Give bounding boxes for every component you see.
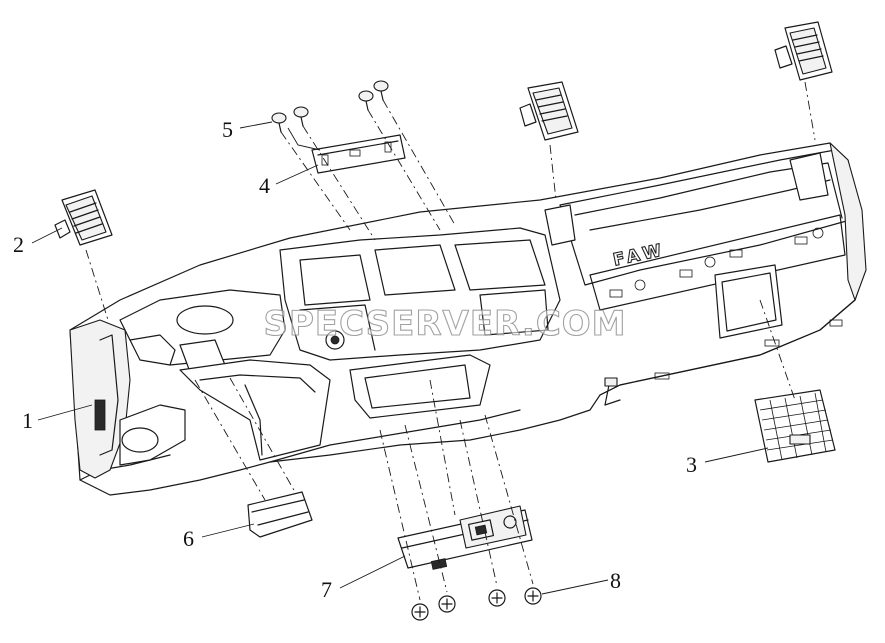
screw-upper-3 bbox=[358, 90, 374, 111]
screw-lower-3 bbox=[488, 589, 506, 607]
callout-6: 6 bbox=[183, 526, 194, 551]
screw-upper-2 bbox=[293, 106, 309, 127]
screw-lower-2 bbox=[438, 595, 456, 613]
switch-panel bbox=[397, 505, 533, 570]
air-vent-left bbox=[54, 189, 113, 246]
callout-3: 3 bbox=[686, 452, 697, 477]
lower-trim-cover bbox=[247, 491, 313, 538]
callout-5: 5 bbox=[222, 117, 233, 142]
screw-set-lower bbox=[411, 587, 542, 621]
screw-upper-1 bbox=[271, 112, 287, 133]
callout-2: 2 bbox=[13, 232, 24, 257]
dashboard-panel: FAW bbox=[69, 142, 867, 496]
switch-row bbox=[609, 227, 824, 298]
callout-7: 7 bbox=[321, 577, 332, 602]
screw-lower-1 bbox=[411, 603, 429, 621]
callout-4: 4 bbox=[259, 173, 270, 198]
screw-lower-4 bbox=[524, 587, 542, 605]
callout-1: 1 bbox=[22, 408, 33, 433]
screw-set-upper bbox=[271, 80, 389, 133]
callout-8: 8 bbox=[610, 568, 621, 593]
air-vent-right bbox=[774, 21, 833, 81]
clip-row bbox=[604, 319, 843, 387]
air-vent-center bbox=[519, 81, 579, 141]
grille-cover bbox=[754, 389, 836, 463]
watermark: SPECSERVER.COM bbox=[263, 304, 626, 344]
screw-upper-4 bbox=[373, 80, 389, 101]
callout-labels: 1 2 3 4 5 6 7 8 bbox=[13, 117, 697, 602]
leader-lines bbox=[31, 121, 769, 595]
mounting-bracket bbox=[311, 134, 406, 174]
assembly-lines bbox=[85, 81, 816, 601]
